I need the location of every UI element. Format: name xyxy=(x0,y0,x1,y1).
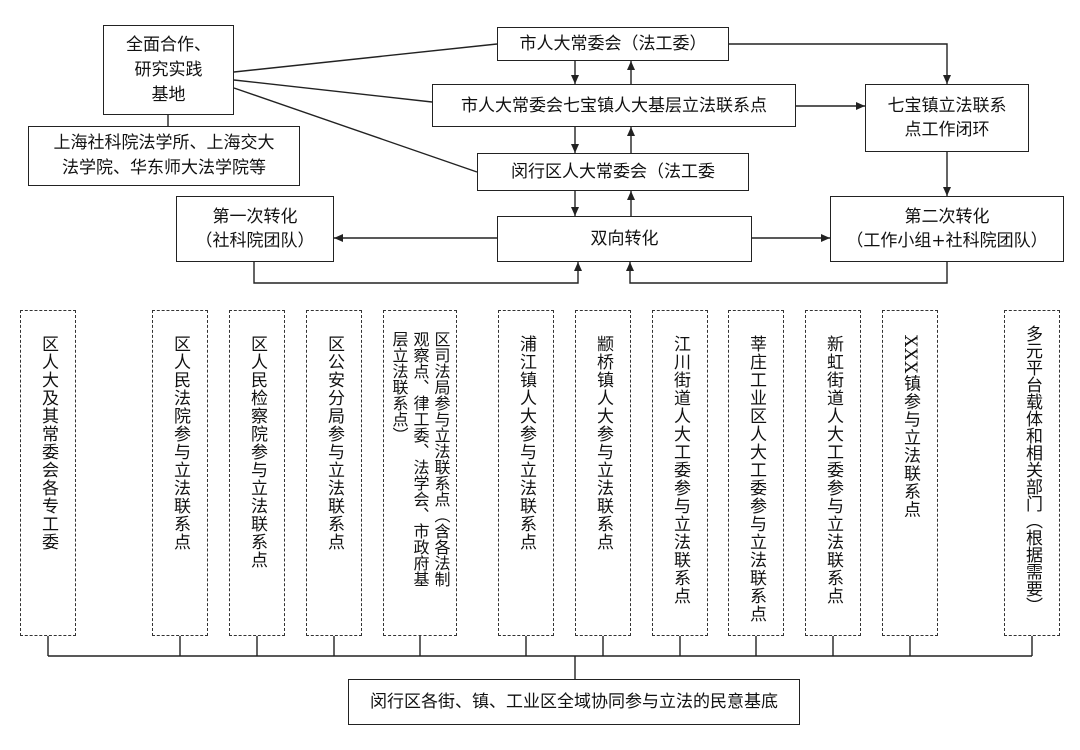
column-label: 江川街道人大工委参与立法联系点 xyxy=(670,335,690,605)
qibao-point-box: 市人大常委会七宝镇人大基层立法联系点 xyxy=(432,84,796,127)
column-label: 莘庄工业区人大工委参与立法联系点 xyxy=(746,335,766,623)
link-base-qibao xyxy=(233,79,433,103)
column-xxx-town: XXX镇参与立法联系点 xyxy=(882,310,938,636)
link-base-minhang xyxy=(233,87,478,173)
arrow-second-to-bidirectional xyxy=(626,262,948,284)
column-jiangchuan: 江川街道人大工委参与立法联系点 xyxy=(652,310,708,636)
academies-line-2: 法学院、华东师大法学院等 xyxy=(62,158,266,178)
first-line-2: （社科院团队） xyxy=(195,231,315,251)
column-label: 区人大及其常委会各专工委 xyxy=(38,335,58,551)
column-label: 区人民法院参与立法联系点 xyxy=(170,335,190,551)
base-line-2: 研究实践 xyxy=(134,59,203,80)
municipal-box: 市人大常委会（法工委） xyxy=(497,27,729,61)
column-pujiang: 浦江镇人大参与立法联系点 xyxy=(498,310,554,636)
column-xinhong: 新虹街道人大工委参与立法联系点 xyxy=(805,310,861,636)
minhang-box: 闵行区人大常委会（法工委 xyxy=(477,153,749,191)
base-line-3: 基地 xyxy=(151,84,186,105)
loop-line-1: 七宝镇立法联系 xyxy=(887,96,1007,116)
column-label: 区司法局参与立法联系点（含各法制观察点、律工委、法学会、市政府基层立法联系点） xyxy=(389,331,451,587)
second-line-2: （工作小组+社科院团队） xyxy=(846,231,1048,251)
column-xinzhuang: 莘庄工业区人大工委参与立法联系点 xyxy=(728,310,784,636)
bidirectional-box: 双向转化 xyxy=(497,216,752,262)
column-court: 区人民法院参与立法联系点 xyxy=(152,310,208,636)
second-line-1: 第二次转化 xyxy=(904,207,990,227)
column-police: 区公安分局参与立法联系点 xyxy=(306,310,362,636)
column-zhuanqiao: 颛桥镇人大参与立法联系点 xyxy=(575,310,631,636)
column-procuratorate: 区人民检察院参与立法联系点 xyxy=(229,310,285,636)
base-box: 全面合作、 研究实践 基地 xyxy=(103,25,234,115)
column-label: 浦江镇人大参与立法联系点 xyxy=(516,335,536,551)
base-line-1: 全面合作、 xyxy=(126,34,211,55)
loop-line-2: 点工作闭环 xyxy=(904,120,990,140)
column-justice-bureau: 区司法局参与立法联系点（含各法制观察点、律工委、法学会、市政府基层立法联系点） xyxy=(383,310,457,636)
first-conversion-box: 第一次转化 （社科院团队） xyxy=(176,196,334,262)
academies-box: 上海社科院法学所、上海交大 法学院、华东师大法学院等 xyxy=(28,126,300,186)
column-label: 多元平台载体和相关部门（根据需要） xyxy=(1022,325,1042,614)
loop-box: 七宝镇立法联系 点工作闭环 xyxy=(865,84,1029,152)
arrow-first-to-bidirectional xyxy=(253,262,582,284)
column-label: 颛桥镇人大参与立法联系点 xyxy=(593,335,613,551)
column-multi-platform: 多元平台载体和相关部门（根据需要） xyxy=(1004,310,1060,636)
column-district-npc: 区人大及其常委会各专工委 xyxy=(20,310,76,636)
column-label: XXX镇参与立法联系点 xyxy=(900,335,920,519)
column-label: 新虹街道人大工委参与立法联系点 xyxy=(823,335,843,605)
first-line-1: 第一次转化 xyxy=(212,207,298,227)
bottom-base-box: 闵行区各街、镇、工业区全域协同参与立法的民意基底 xyxy=(348,679,800,725)
academies-line-1: 上海社科院法学所、上海交大 xyxy=(53,133,275,153)
link-base-municipal xyxy=(233,43,498,73)
column-label: 区公安分局参与立法联系点 xyxy=(324,335,344,551)
column-label: 区人民检察院参与立法联系点 xyxy=(247,335,267,569)
arrow-municipal-to-loop xyxy=(729,43,951,84)
second-conversion-box: 第二次转化 （工作小组+社科院团队） xyxy=(830,196,1064,262)
